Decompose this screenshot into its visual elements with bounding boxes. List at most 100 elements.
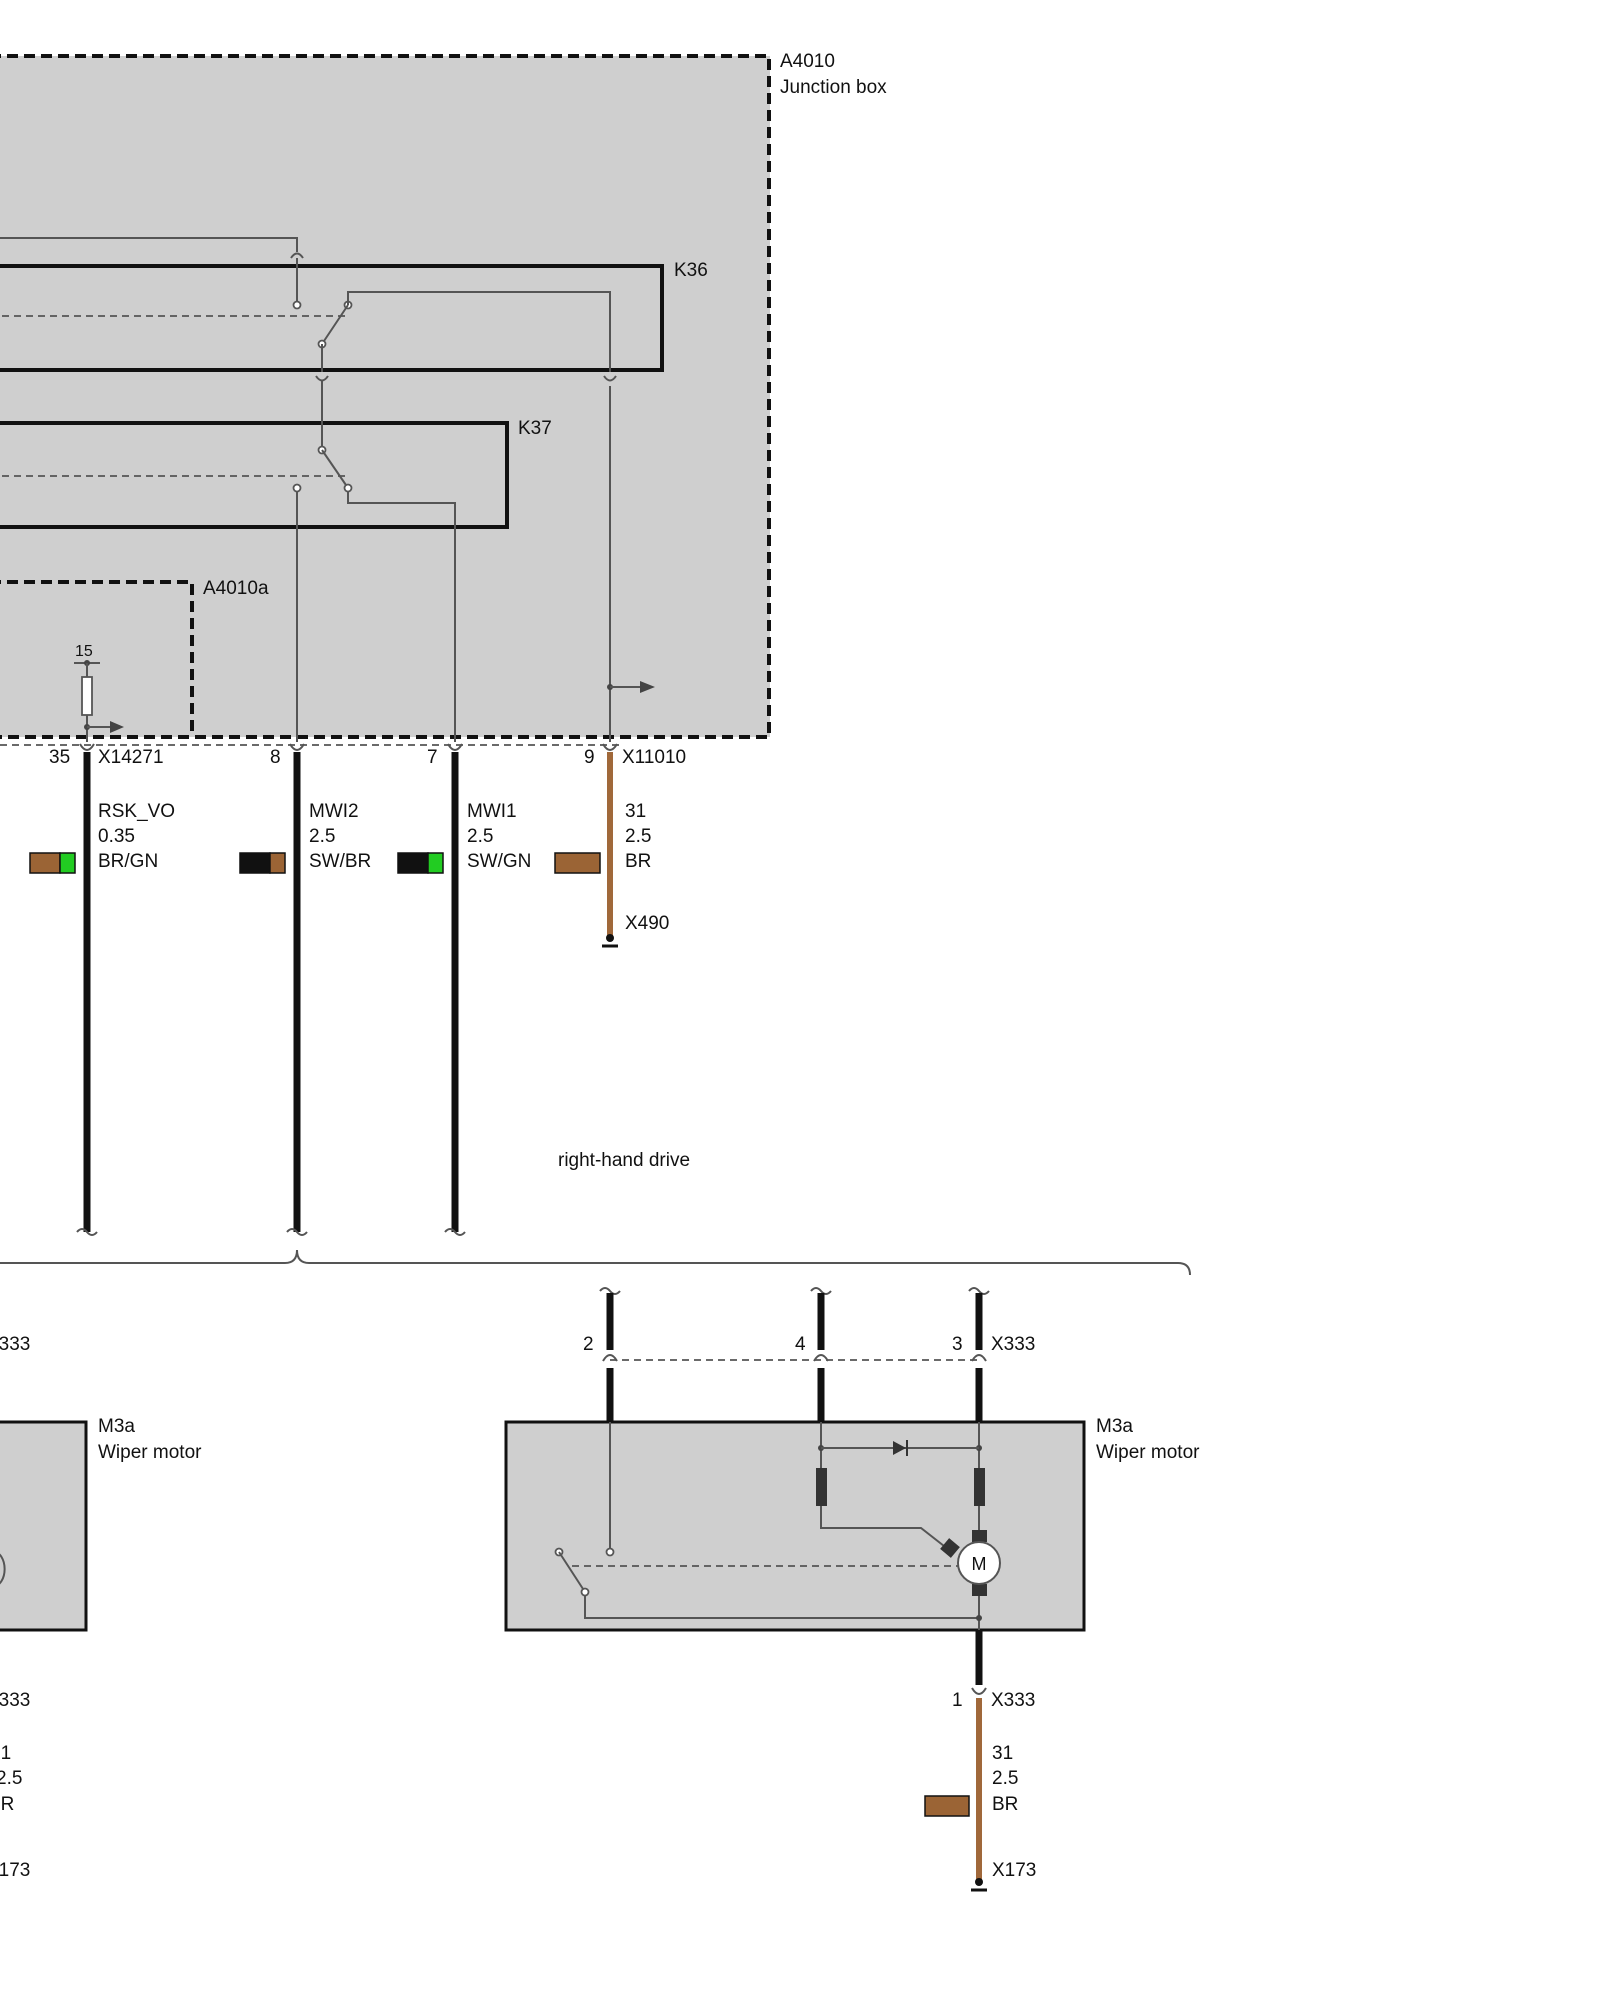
relay-k36-body — [0, 264, 664, 372]
k36-supply-hook — [290, 252, 304, 259]
k37-switch-arm — [321, 449, 349, 489]
pin-2-label: 2 — [583, 1334, 594, 1355]
variant-label: right-hand drive — [558, 1150, 690, 1171]
wire-signal: MWI1 — [467, 801, 517, 822]
color-swatch-green — [427, 852, 444, 874]
color-swatch-brown — [554, 852, 601, 874]
pin-9-hook — [602, 743, 618, 751]
ground-arrow-icon — [640, 681, 655, 693]
left-connector-top-label: X333 — [0, 1334, 30, 1355]
k36-pivot-line — [347, 291, 611, 372]
left-wire-signal: 31 — [0, 1743, 11, 1764]
connector-x11010-label: X11010 — [622, 747, 686, 768]
color-swatch-brown — [269, 852, 286, 874]
left-motor-body — [0, 1420, 88, 1632]
color-swatch-brown — [924, 1795, 970, 1817]
wire-signal: RSK_VO — [98, 801, 175, 822]
junction-box-name: Junction box — [780, 77, 887, 98]
ground-x490-dot — [606, 934, 614, 942]
right-ground-label: X173 — [992, 1860, 1036, 1881]
pin4-hook — [813, 1354, 829, 1362]
motor-ground-junction-dot — [976, 1615, 982, 1621]
break-mark-mwi1 — [444, 1228, 466, 1236]
k36-contact-nc-dot — [292, 300, 302, 310]
right-wiper-motor: 2 4 3 X333 M3a Wiper motor M — [504, 1287, 1200, 1892]
right-motor-body — [504, 1420, 1086, 1632]
right-motor-id: M3a — [1096, 1416, 1133, 1437]
park-switch-contact-dot — [605, 1547, 615, 1557]
wire-size: 2.5 — [625, 826, 651, 847]
wire-color: SW/GN — [467, 851, 531, 872]
terminal-15-label: 15 — [75, 643, 93, 660]
wire-signal: MWI2 — [309, 801, 359, 822]
pin-8-label: 8 — [270, 747, 281, 768]
relay-k37-label: K37 — [518, 418, 552, 439]
k37-out-line-mwi1 — [347, 491, 456, 742]
right-connector-top-label: X333 — [991, 1334, 1035, 1355]
wire-label-rsk-vo: RSK_VO 0.35 BR/GN — [29, 801, 175, 874]
k37-contact-a-dot — [292, 483, 302, 493]
right-connector-bottom-label: X333 — [991, 1690, 1035, 1711]
pin-7-label: 7 — [427, 747, 438, 768]
pin2-hook — [602, 1354, 618, 1362]
junction-box-id: A4010 — [780, 51, 835, 72]
right-wire-color: BR — [992, 1794, 1018, 1815]
park-switch-return-line — [584, 1595, 979, 1619]
variant-brace — [0, 1249, 1191, 1276]
right-motor-name: Wiper motor — [1096, 1442, 1200, 1463]
left-wire-color: BR — [0, 1794, 14, 1815]
wire-size: 2.5 — [309, 826, 335, 847]
color-swatch-black — [239, 852, 271, 874]
junction-box: A4010 Junction box — [0, 51, 887, 739]
brush-left-line — [820, 1506, 945, 1547]
wire-size: 2.5 — [467, 826, 493, 847]
park-switch-pivot-dot — [580, 1587, 590, 1597]
left-motor-name: Wiper motor — [98, 1442, 202, 1463]
connector-hooks-top — [79, 743, 618, 751]
submodule-id: A4010a — [203, 578, 269, 599]
resistor-arrow-icon — [110, 721, 124, 733]
break-mark-pin3 — [968, 1287, 990, 1295]
left-connector-bottom-label: X333 — [0, 1690, 30, 1711]
park-switch-arm — [558, 1551, 586, 1593]
color-swatch-green — [59, 852, 76, 874]
pin-8-hook — [289, 743, 305, 751]
wire-label-31: 31 2.5 BR — [554, 801, 651, 874]
wire-color: BR — [625, 851, 651, 872]
break-mark-pin2 — [599, 1287, 621, 1295]
wire-signal: 31 — [625, 801, 646, 822]
brush-resistor-left — [816, 1468, 827, 1506]
motor-brush-side — [940, 1538, 960, 1558]
motor-symbol-label: M — [972, 1554, 987, 1574]
k36-supply-line — [0, 237, 298, 252]
relay-k36: K36 — [0, 237, 708, 382]
pin-7-hook — [447, 743, 463, 751]
k36-switch-arm — [321, 304, 349, 345]
motor-brush-bottom — [972, 1584, 987, 1596]
left-motor-id: M3a — [98, 1416, 135, 1437]
right-wire-signal: 31 — [992, 1743, 1013, 1764]
pin-35-label: 35 — [49, 747, 70, 768]
pin-4-label: 4 — [795, 1334, 806, 1355]
k36-out-hook-right — [603, 375, 617, 382]
break-mark-pin4 — [810, 1287, 832, 1295]
motor-brush-top — [972, 1530, 987, 1542]
left-ground-label: X173 — [0, 1860, 30, 1881]
color-swatch-brown — [29, 852, 61, 874]
break-mark-mwi2 — [286, 1228, 308, 1236]
relay-k36-label: K36 — [674, 260, 708, 281]
color-swatch-black — [397, 852, 429, 874]
motor-icon — [957, 1541, 1001, 1585]
wire-size: 0.35 — [98, 826, 135, 847]
k36-out-hook — [315, 375, 329, 382]
ground-x490-label: X490 — [625, 913, 669, 934]
pin-3-label: 3 — [952, 1334, 963, 1355]
pin3-hook — [971, 1354, 987, 1362]
junction-box-body — [0, 56, 770, 737]
k37-contact-b-dot — [343, 483, 353, 493]
left-wire-size: 2.5 — [0, 1768, 22, 1789]
diode-icon — [893, 1441, 906, 1455]
wire-label-mwi1: MWI1 2.5 SW/GN — [397, 801, 531, 874]
left-motor-symbol-arc — [0, 1553, 6, 1585]
